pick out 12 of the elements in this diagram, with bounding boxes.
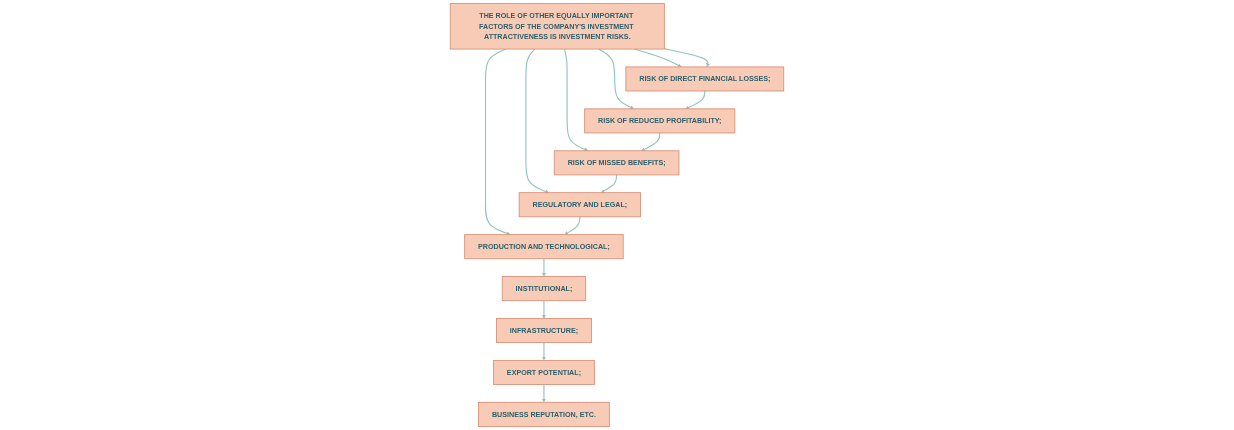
arrow bbox=[542, 258, 546, 277]
arrow bbox=[598, 48, 635, 110]
arrow bbox=[542, 342, 546, 361]
arrow bbox=[600, 174, 618, 193]
arrow bbox=[685, 90, 706, 110]
arrow bbox=[663, 48, 710, 68]
arrow bbox=[563, 48, 589, 152]
arrow bbox=[525, 48, 550, 194]
arrow bbox=[641, 132, 661, 151]
arrow bbox=[542, 300, 546, 319]
arrow bbox=[564, 216, 581, 235]
arrow bbox=[484, 48, 511, 236]
